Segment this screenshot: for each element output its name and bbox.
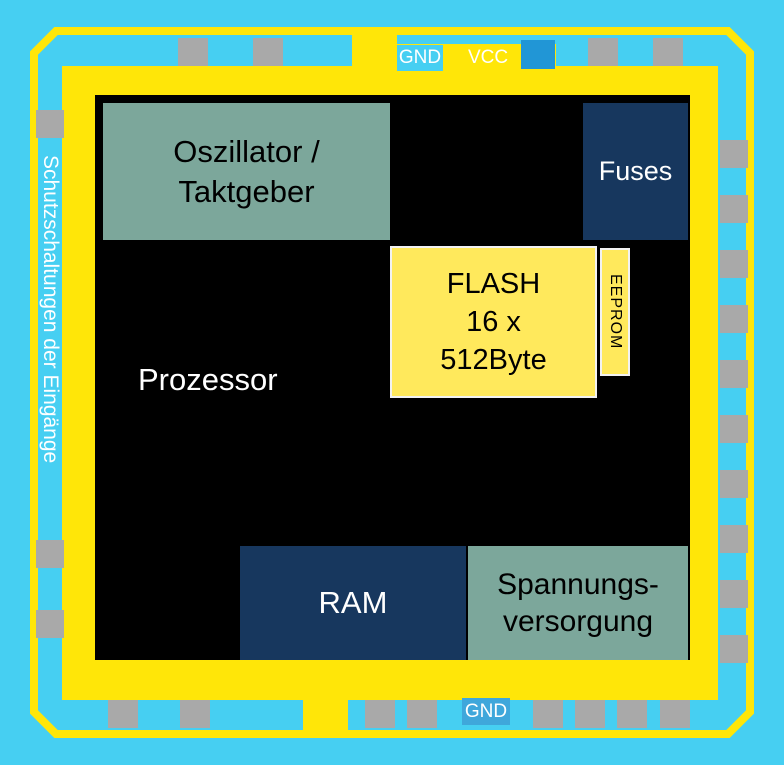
bottom-tab (303, 696, 348, 737)
power-supply-block: Spannungs- versorgung (468, 546, 688, 660)
pin-pad (588, 38, 618, 66)
eeprom-label: EEPROM (607, 274, 624, 350)
gnd-bottom-label: GND (462, 698, 510, 725)
pin-pad (720, 635, 748, 663)
pin-pad (720, 250, 748, 278)
power-line2: versorgung (502, 605, 654, 638)
pin-pad (108, 700, 138, 728)
fuses-block: Fuses (583, 103, 688, 240)
pin-pad (253, 38, 283, 66)
flash-block: FLASH 16 x 512Byte (390, 246, 597, 398)
power-line1: Spannungs- (497, 567, 659, 601)
ram-block: RAM (240, 546, 466, 660)
pin-pad (720, 360, 748, 388)
fuses-label: Fuses (598, 156, 673, 186)
pin-pad (720, 140, 748, 168)
vcc-label: VCC (462, 45, 514, 71)
oscillator-block: Oszillator / Taktgeber (103, 103, 390, 240)
pin-pad (720, 195, 748, 223)
pin-pad (36, 110, 64, 138)
pin-pad (407, 700, 437, 728)
pin-pad (533, 700, 563, 728)
gnd-top-text: GND (398, 47, 442, 68)
eeprom-block: EEPROM (600, 248, 630, 376)
flash-line1: FLASH (446, 267, 541, 300)
pin-pad (660, 700, 690, 728)
pin-pad (720, 305, 748, 333)
input-protection-label: Schutzschaltungen der Eingänge (32, 140, 68, 478)
flash-line2: 16 x (466, 305, 521, 338)
pin-pad (178, 38, 208, 66)
pin-pad (720, 415, 748, 443)
processor-label: Prozessor (138, 362, 278, 397)
gnd-top-label: GND (397, 45, 443, 71)
gnd-bottom-text: GND (464, 700, 508, 722)
oscillator-line1: Oszillator / (173, 133, 320, 169)
pin-pad (720, 470, 748, 498)
pin-pad (36, 610, 64, 638)
pin-pad (575, 700, 605, 728)
oscillator-line2: Taktgeber (178, 173, 315, 209)
vcc-text: VCC (467, 47, 509, 68)
flash-line3: 512Byte (440, 344, 547, 377)
pin-pad (617, 700, 647, 728)
vcc-pad (521, 40, 555, 69)
ram-label: RAM (318, 585, 388, 620)
pin-pad (720, 525, 748, 553)
input-protection-text: Schutzschaltungen der Eingänge (39, 154, 62, 464)
pin-pad (180, 700, 210, 728)
pin-pad (653, 38, 683, 66)
top-tab (352, 33, 397, 73)
pin-pad (720, 580, 748, 608)
pin-pad (36, 540, 64, 568)
pin-pad (365, 700, 395, 728)
